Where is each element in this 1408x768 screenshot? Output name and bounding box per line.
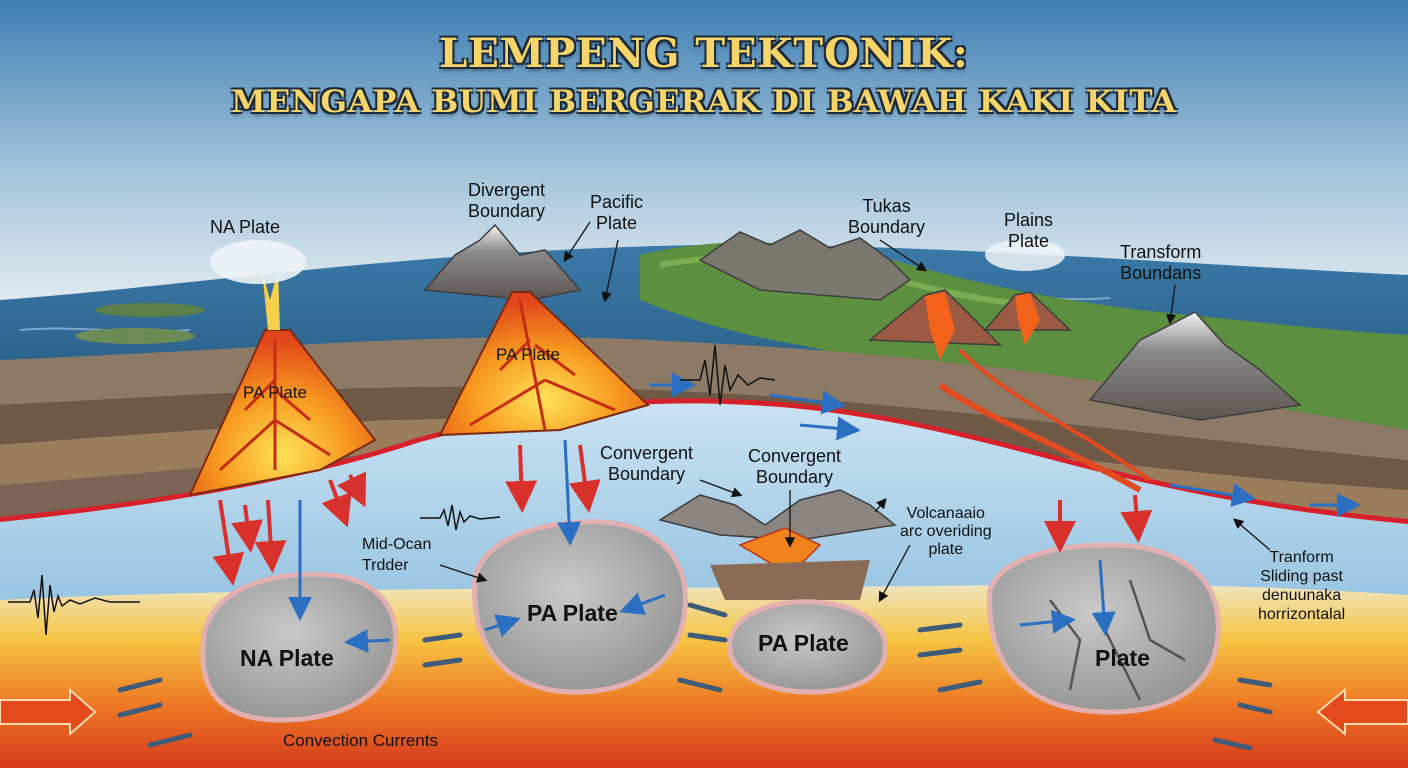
subduction-channel-2	[958, 348, 1152, 482]
label-volcanic-arc: Volcanaaio arc overiding plate	[900, 505, 992, 558]
label-transform-boundans: Transform Boundans	[1120, 242, 1202, 283]
left-volcano-eruption	[262, 270, 280, 330]
left-volcano-plume	[210, 240, 306, 284]
label-rock-pa-2: PA Plate	[758, 630, 849, 656]
label-rock-pa-1: PA Plate	[527, 600, 618, 626]
plate-motion-arrows	[288, 373, 1361, 654]
island-left-2	[75, 328, 195, 344]
left-volcano-veins	[218, 340, 331, 472]
island-left-1	[95, 303, 205, 317]
rock-na	[200, 571, 399, 723]
mountain-range-right	[698, 229, 912, 301]
volcano-tukas-lava	[925, 292, 955, 360]
convergent-wedge	[710, 560, 870, 600]
magma-flow-arrows	[212, 444, 1153, 586]
transform-mountain	[1088, 311, 1302, 421]
convection-chevrons	[117, 602, 1273, 751]
label-pacific-plate: Pacific Plate	[590, 192, 644, 233]
label-convergent-boundary-2: Convergent Boundary	[748, 446, 842, 487]
plains-steam	[985, 239, 1065, 271]
label-divergent-boundary: Divergent Boundary	[468, 180, 546, 221]
label-rock-na: NA Plate	[240, 645, 334, 671]
subduction-channel	[938, 382, 1142, 493]
seismograph-right	[680, 344, 776, 406]
leader-lines	[439, 221, 1271, 603]
label-center-volcano-plate: PA Plate	[496, 345, 560, 364]
label-rock-plate: Plate	[1095, 645, 1150, 671]
label-convergent-boundary-1: Convergent Boundary	[600, 443, 694, 484]
title-line-2: MENGAPA BUMI BERGERAK DI BAWAH KAKI KITA	[231, 84, 1177, 120]
rock-pa-2	[727, 599, 889, 695]
label-na-plate-top: NA Plate	[210, 217, 281, 237]
seismograph-center	[420, 504, 501, 531]
center-volcano	[438, 291, 650, 437]
label-left-volcano-plate: PA Plate	[243, 383, 307, 402]
seismograph-left	[8, 574, 140, 636]
crust-layer-1	[0, 337, 1408, 460]
label-tukas-boundary: Tukas Boundary	[848, 196, 926, 237]
convection-arrow-left	[0, 687, 97, 737]
center-volcano-veins	[469, 299, 616, 431]
label-plains-plate: Plains Plate	[1004, 210, 1054, 251]
label-convection-currents: Convection Currents	[283, 731, 438, 750]
rock-pa-1	[472, 519, 689, 695]
divergent-mountain	[423, 223, 582, 301]
label-mid-ocean: Mid-Ocan Trdder	[362, 536, 432, 574]
title-line-1: LEMPENG TEKTONIK:	[439, 30, 969, 77]
convection-arrow-right	[1316, 687, 1408, 737]
volcano-plains-lava	[1015, 293, 1040, 345]
label-transform-note: Tranform Sliding past denuunaka horrizon…	[1258, 549, 1346, 623]
